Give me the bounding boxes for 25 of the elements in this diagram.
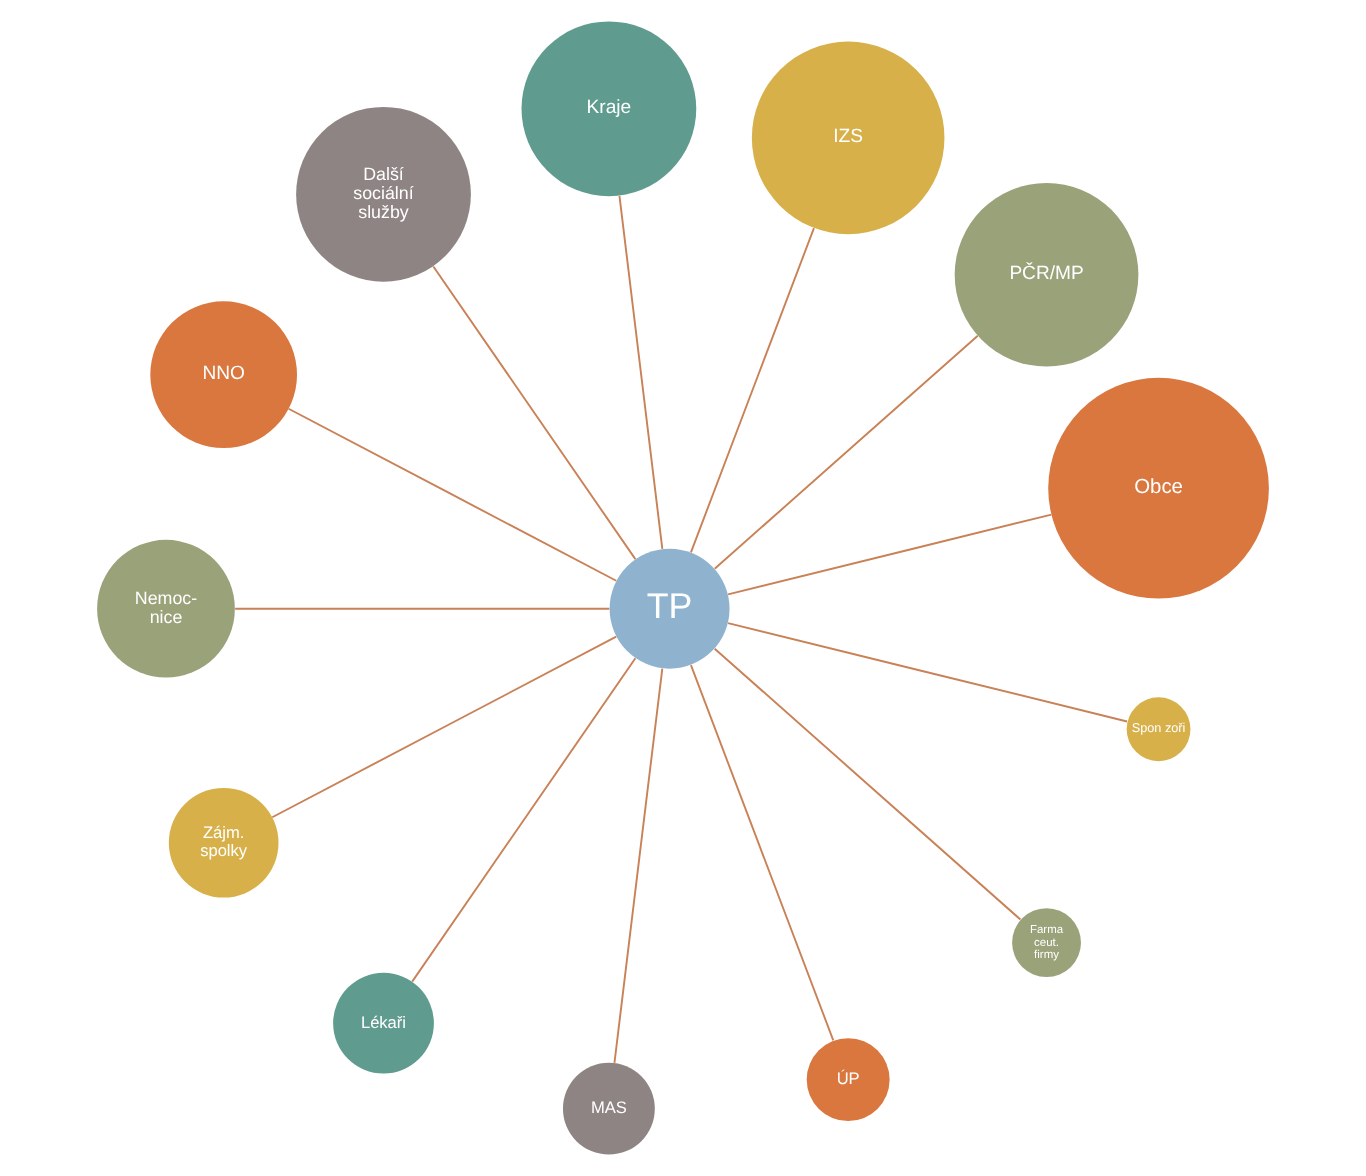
connector — [271, 635, 618, 819]
node-circle: MAS — [562, 1062, 655, 1155]
connector — [713, 334, 979, 570]
connector — [690, 227, 815, 554]
connector — [234, 607, 611, 610]
node-circle: TP — [609, 548, 730, 669]
node-circle: IZS — [751, 41, 945, 235]
node-circle: Zájm. spolky — [168, 787, 279, 898]
connector — [432, 265, 637, 561]
node-circle: Kraje — [521, 21, 697, 197]
connector — [727, 622, 1129, 723]
connector — [411, 657, 637, 983]
node-circle: Další sociální služby — [296, 106, 471, 282]
node-circle: NNO — [150, 301, 297, 449]
node-circle: Obce — [1048, 377, 1269, 599]
connector — [727, 513, 1053, 596]
node-circle: ÚP — [806, 1038, 890, 1122]
connector — [613, 667, 664, 1064]
connector — [713, 647, 1022, 921]
node-circle: Nemoc- nice — [97, 539, 235, 678]
connector — [690, 664, 835, 1042]
connector — [618, 195, 664, 550]
connector — [287, 407, 618, 582]
node-circle: PČR/MP — [954, 182, 1139, 367]
node-circle: Lékaři — [333, 972, 434, 1074]
